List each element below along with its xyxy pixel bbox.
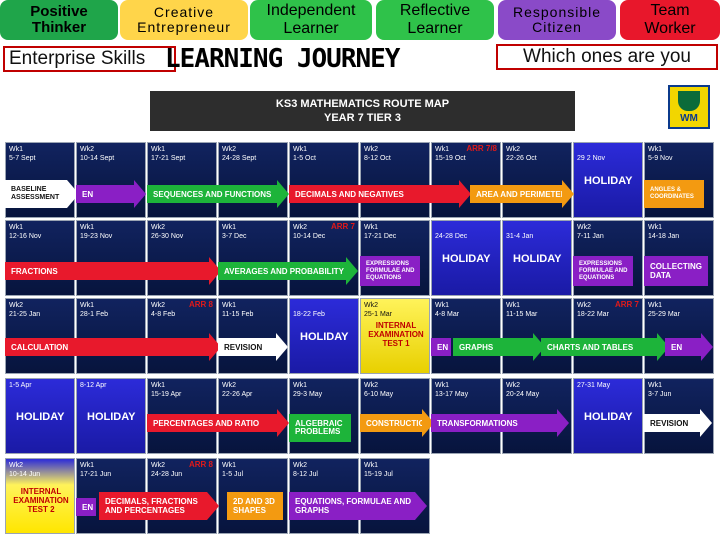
en-arrow-2: EN [665,333,713,361]
algebraic-arrow: ALGEBRAIC PROBLEMS [289,414,351,442]
decimals-fractions-arrow: DECIMALS, FRACTIONS AND PERCENTAGES [99,492,219,520]
skill-line2: Learner [407,20,463,37]
charts-arrow: CHARTS AND TABLES [541,333,669,361]
construction-arrow: CONSTRUCTION [360,409,434,437]
baseline-arrow: BASELINE ASSESSMENT [5,180,79,208]
arr-marker: ARR 8 [188,300,213,309]
which-ones-label: Which ones are you [496,44,718,70]
collecting-arrow: COLLECTING DATA [644,256,708,286]
shield-icon [678,91,700,111]
area-arrow: AREA AND PERIMETER [470,180,574,208]
route-map-title: KS3 MATHEMATICS ROUTE MAP [275,98,450,110]
holiday-label: HOLIDAY [300,331,349,343]
skill-line1: Team [650,2,690,20]
expressions-arrow: EXPRESSIONS FORMULAE AND EQUATIONS [360,256,420,286]
skill-line1: Independent [266,2,356,20]
holiday-label: HOLIDAY [584,411,633,423]
arr-marker: ARR 8 [188,460,213,469]
holiday-label: HOLIDAY [442,253,491,265]
exam-label: INTERNAL EXAMINATION TEST 2 [13,487,69,514]
angles-arrow: ANGLES & COORDINATES [644,180,704,208]
en-arrow: EN [431,338,451,356]
equations-arrow: EQUATIONS, FORMULAE AND GRAPHS [289,492,427,520]
revision-arrow: REVISION [218,333,288,361]
expressions-arrow-2: EXPRESSIONS FORMULAE AND EQUATIONS [573,256,633,286]
route-map-subtitle: YEAR 7 TIER 3 [323,112,402,124]
exam-label: INTERNAL EXAMINATION TEST 1 [368,321,424,348]
skill-responsible-citizen: Responsible Citizen [498,0,616,40]
en-arrow: EN [76,498,96,516]
page-title: LEARNING JOURNEY [165,44,400,74]
holiday-label: HOLIDAY [584,175,633,187]
skill-positive-thinker: Positive Thinker [0,0,118,40]
calculation-arrow: CALCULATION [5,333,221,361]
decimals-arrow: DECIMALS AND NEGATIVES [289,180,471,208]
arr-marker: ARR 7/8 [466,144,497,153]
sequences-arrow: SEQUENCES AND FUNCTIONS [147,180,289,208]
skill-line2: Learner [283,20,339,37]
skill-line2: Worker [644,20,696,37]
skill-line2: Citizen [532,19,582,35]
arr-marker: ARR 7 [614,300,639,309]
percentages-arrow: PERCENTAGES AND RATIO [147,409,289,437]
skill-independent-learner: Independent Learner [250,0,372,40]
graphs-arrow: GRAPHS [453,333,545,361]
fractions-arrow: FRACTIONS [5,257,221,285]
route-map: KS3 MATHEMATICS ROUTE MAP YEAR 7 TIER 3 … [0,85,720,540]
shapes-arrow: 2D AND 3D SHAPES [227,492,283,520]
revision-arrow-2: REVISION [644,409,712,437]
skill-line2: Entrepreneur [137,19,231,35]
skill-line1: Responsible [512,3,602,20]
skill-line2: Thinker [31,19,87,36]
holiday-label: HOLIDAY [513,253,562,265]
en-arrow: EN [76,180,146,208]
school-logo: WM [668,85,710,129]
logo-text: WM [680,113,698,124]
arr-marker: ARR 7 [330,222,355,231]
skill-team-worker: Team Worker [620,0,720,40]
holiday-label: HOLIDAY [16,411,65,423]
skill-line1: Positive [30,2,88,20]
skill-line1: Reflective [399,2,471,20]
enterprise-skills-label: Enterprise Skills [3,46,176,72]
averages-arrow: AVERAGES AND PROBABILITY [218,257,358,285]
skill-line1: Creative [153,3,215,20]
holiday-label: HOLIDAY [87,411,136,423]
skill-reflective-learner: Reflective Learner [376,0,494,40]
transformations-arrow: TRANSFORMATIONS [431,409,569,437]
route-map-header: KS3 MATHEMATICS ROUTE MAP YEAR 7 TIER 3 [150,91,575,131]
skill-creative-entrepreneur: Creative Entrepreneur [120,0,248,40]
